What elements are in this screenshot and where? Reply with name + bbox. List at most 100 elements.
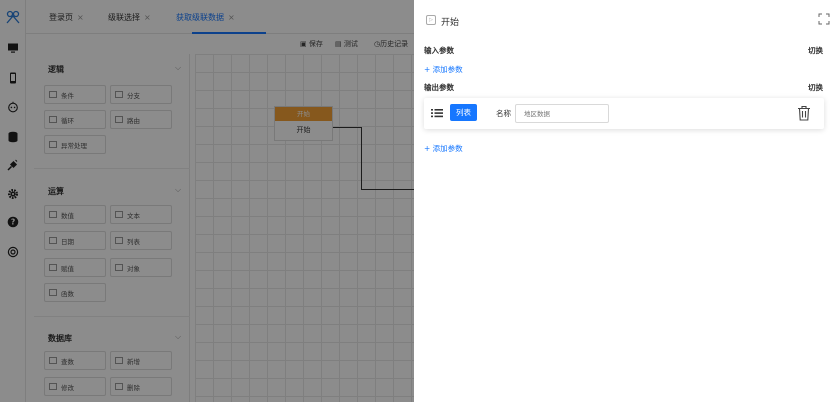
tab-label: 级联选择 [108,13,140,22]
tab-cascade-select[interactable]: 级联选择 × [108,12,151,23]
palette-item-label: 列表 [127,237,140,246]
palette-item-label: 查数 [61,357,74,366]
section-title-database: 数据库 [48,334,72,343]
node-type-icon [115,357,123,364]
output-params-label: 输出参数 [424,83,454,92]
node-type-icon [115,264,123,271]
overlay-mask[interactable] [0,0,414,402]
save-label: 保存 [308,40,323,48]
close-icon[interactable]: × [228,13,235,22]
clock-icon: ◷ [374,40,381,48]
node-header: 开始 [275,107,332,121]
list-icon [431,107,443,119]
trash-icon[interactable] [797,105,811,121]
input-switch-button[interactable]: 切换 [808,46,823,55]
section-title-logic: 逻辑 [48,65,64,74]
node-type-icon [49,264,57,271]
ai-icon[interactable] [4,243,22,261]
palette-item-number[interactable]: 数值 [44,205,106,224]
connector-line [361,127,362,190]
param-type-button[interactable]: 列表 [450,104,477,121]
svg-text:?: ? [11,218,15,227]
mobile-icon[interactable] [4,69,22,87]
palette-item-branch[interactable]: 分支 [110,85,172,104]
palette-item-label: 循环 [61,116,74,125]
section-title-compute: 运算 [48,187,64,196]
node-properties-drawer: ▷ 开始 输入参数 切换 + 添加参数 输出参数 切换 列表 名称 + 添加参数 [414,0,832,402]
node-type-icon [49,289,57,296]
node-body: 开始 [296,126,311,134]
palette-item-label: 修改 [61,383,74,392]
database-icon[interactable] [4,128,22,146]
node-type-icon [115,116,123,123]
node-type-icon [49,237,57,244]
node-palette: 逻辑 ⌵ 条件 分支 循环 路由 异常处理 运算 ⌵ 数值 文本 日期 列表 赋… [34,54,190,402]
save-button[interactable]: ▣ 保存 [300,39,323,49]
gear-icon[interactable] [4,185,22,203]
palette-item-label: 新增 [127,357,140,366]
palette-item-condition[interactable]: 条件 [44,85,106,104]
palette-item-update[interactable]: 修改 [44,377,106,396]
fullscreen-icon[interactable] [818,13,830,25]
node-type-icon [49,116,57,123]
chevron-down-icon[interactable]: ⌵ [175,185,182,194]
palette-item-exception[interactable]: 异常处理 [44,135,106,154]
chevron-down-icon[interactable]: ⌵ [175,63,182,72]
chevron-down-icon[interactable]: ⌵ [175,332,182,341]
history-button[interactable]: ◷历史记录 [374,39,408,49]
save-icon: ▣ [300,40,307,48]
robot-icon[interactable] [4,98,22,116]
palette-item-label: 路由 [127,116,140,125]
node-type-icon [49,141,57,148]
palette-item-text[interactable]: 文本 [110,205,172,224]
node-type-icon [115,237,123,244]
palette-item-insert[interactable]: 新增 [110,351,172,370]
tab-get-cascade-data[interactable]: 获取级联数据 × [176,12,235,23]
divider [34,316,190,317]
palette-item-label: 数值 [61,211,74,220]
palette-item-delete[interactable]: 删除 [110,377,172,396]
drawer-title: 开始 [441,18,460,28]
close-icon[interactable]: × [77,13,84,22]
palette-item-label: 异常处理 [61,141,87,150]
palette-item-label: 条件 [61,91,74,100]
param-name-label: 名称 [496,109,511,118]
palette-item-assign[interactable]: 赋值 [44,258,106,277]
palette-item-list[interactable]: 列表 [110,231,172,250]
tab-label: 获取级联数据 [176,13,224,22]
connector-line [361,189,414,190]
input-params-label: 输入参数 [424,46,454,55]
palette-item-route[interactable]: 路由 [110,110,172,129]
palette-item-loop[interactable]: 循环 [44,110,106,129]
palette-item-function[interactable]: 函数 [44,283,106,302]
output-switch-button[interactable]: 切换 [808,83,823,92]
sidebar-rail: ? [0,0,26,402]
toolbar: ▣ 保存 ▤ 测试 ◷历史记录 [26,34,832,52]
palette-item-label: 赋值 [61,264,74,273]
node-type-icon [49,383,57,390]
test-button[interactable]: ▤ 测试 [335,39,358,49]
palette-item-object[interactable]: 对象 [110,258,172,277]
node-type-icon [115,211,123,218]
help-icon[interactable]: ? [4,213,22,231]
active-tab-indicator [192,32,266,34]
test-label: 测试 [343,40,358,48]
app-logo-icon[interactable] [4,8,22,26]
palette-item-label: 函数 [61,289,74,298]
add-output-param-button[interactable]: + 添加参数 [424,144,463,153]
palette-item-query[interactable]: 查数 [44,351,106,370]
monitor-icon[interactable] [4,39,22,57]
palette-item-label: 对象 [127,264,140,273]
palette-item-date[interactable]: 日期 [44,231,106,250]
output-param-row: 列表 名称 [424,98,824,129]
test-icon: ▤ [335,40,342,48]
start-node[interactable]: 开始 开始 [274,106,333,141]
plug-icon[interactable] [4,156,22,174]
node-type-icon [49,211,57,218]
add-input-param-button[interactable]: + 添加参数 [424,65,463,74]
close-icon[interactable]: × [144,13,151,22]
node-type-icon [115,91,123,98]
param-name-input[interactable] [515,104,609,123]
tab-login-page[interactable]: 登录页× [49,12,84,23]
